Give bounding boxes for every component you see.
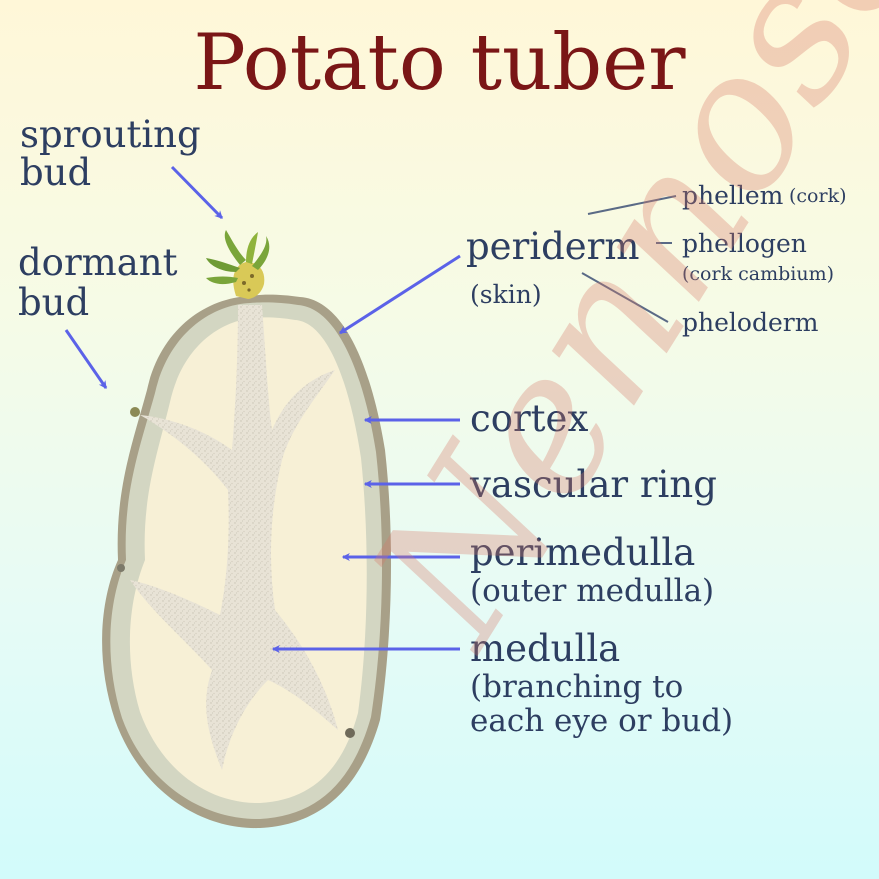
medulla-sublabel-line1: (branching to [470,672,683,703]
tuber-eye [345,728,355,738]
medulla-sublabel-line2: each eye or bud) [470,706,733,737]
periderm-arrow [340,256,460,333]
sprouting-bud [206,230,269,299]
dormant-bud-arrow [66,330,106,388]
dormant-bud-label-line2: bud [18,284,89,321]
dormant-bud-eye [130,407,140,417]
sprouting-bud-arrow [172,167,222,218]
sprouting-bud-label-line1: sprouting [20,116,201,153]
tuber-eye [117,564,125,572]
dormant-bud-label-line1: dormant [18,244,178,281]
sprouting-bud-label-line2: bud [20,154,91,191]
